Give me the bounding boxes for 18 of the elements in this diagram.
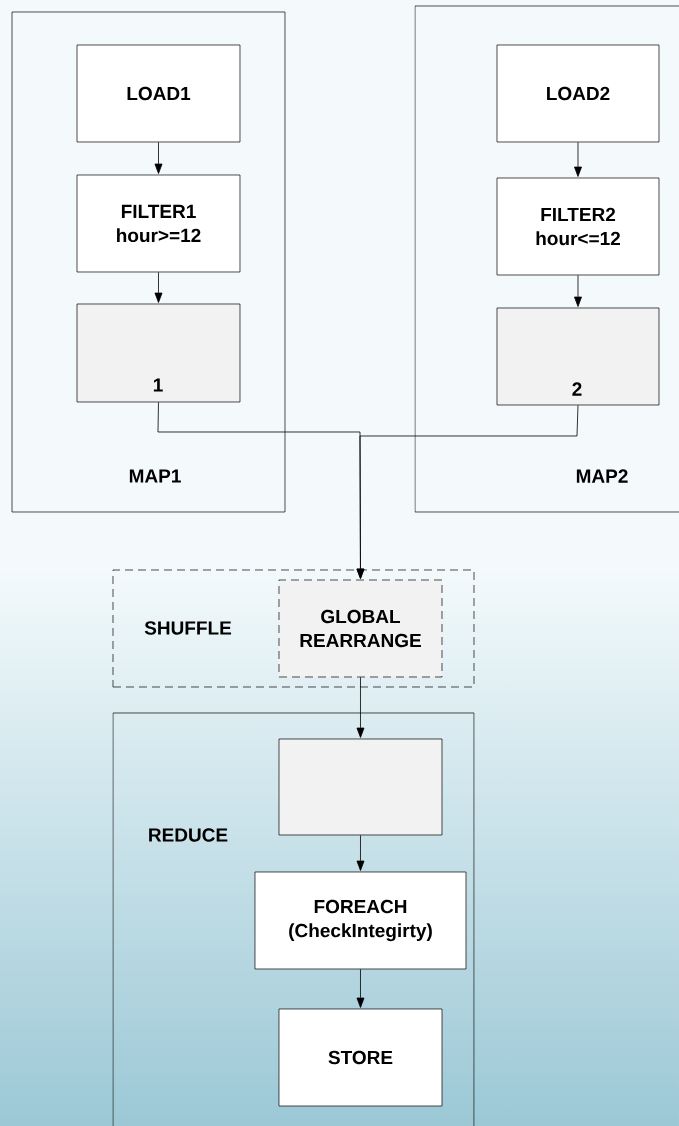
arrow: [356, 834, 365, 871]
arrow: [154, 271, 163, 303]
process-box: FILTER2 hour<=12: [496, 177, 660, 276]
process-box: 1: [76, 303, 241, 403]
process-box: LOAD1: [76, 44, 241, 143]
process-box: [278, 738, 443, 836]
process-box: LOAD2: [496, 44, 660, 143]
process-box: STORE: [278, 1008, 443, 1107]
arrow: [356, 676, 365, 738]
arrow: [356, 968, 365, 1008]
process-box: FOREACH (CheckIntegirty): [254, 871, 467, 970]
arrow: [574, 274, 582, 307]
arrow: [574, 141, 582, 177]
process-box: 2: [496, 307, 660, 406]
arrow: [356, 404, 579, 579]
process-box: FILTER1 hour>=12: [76, 174, 241, 273]
process-box: GLOBAL REARRANGE: [278, 579, 443, 678]
arrow: [154, 141, 163, 174]
